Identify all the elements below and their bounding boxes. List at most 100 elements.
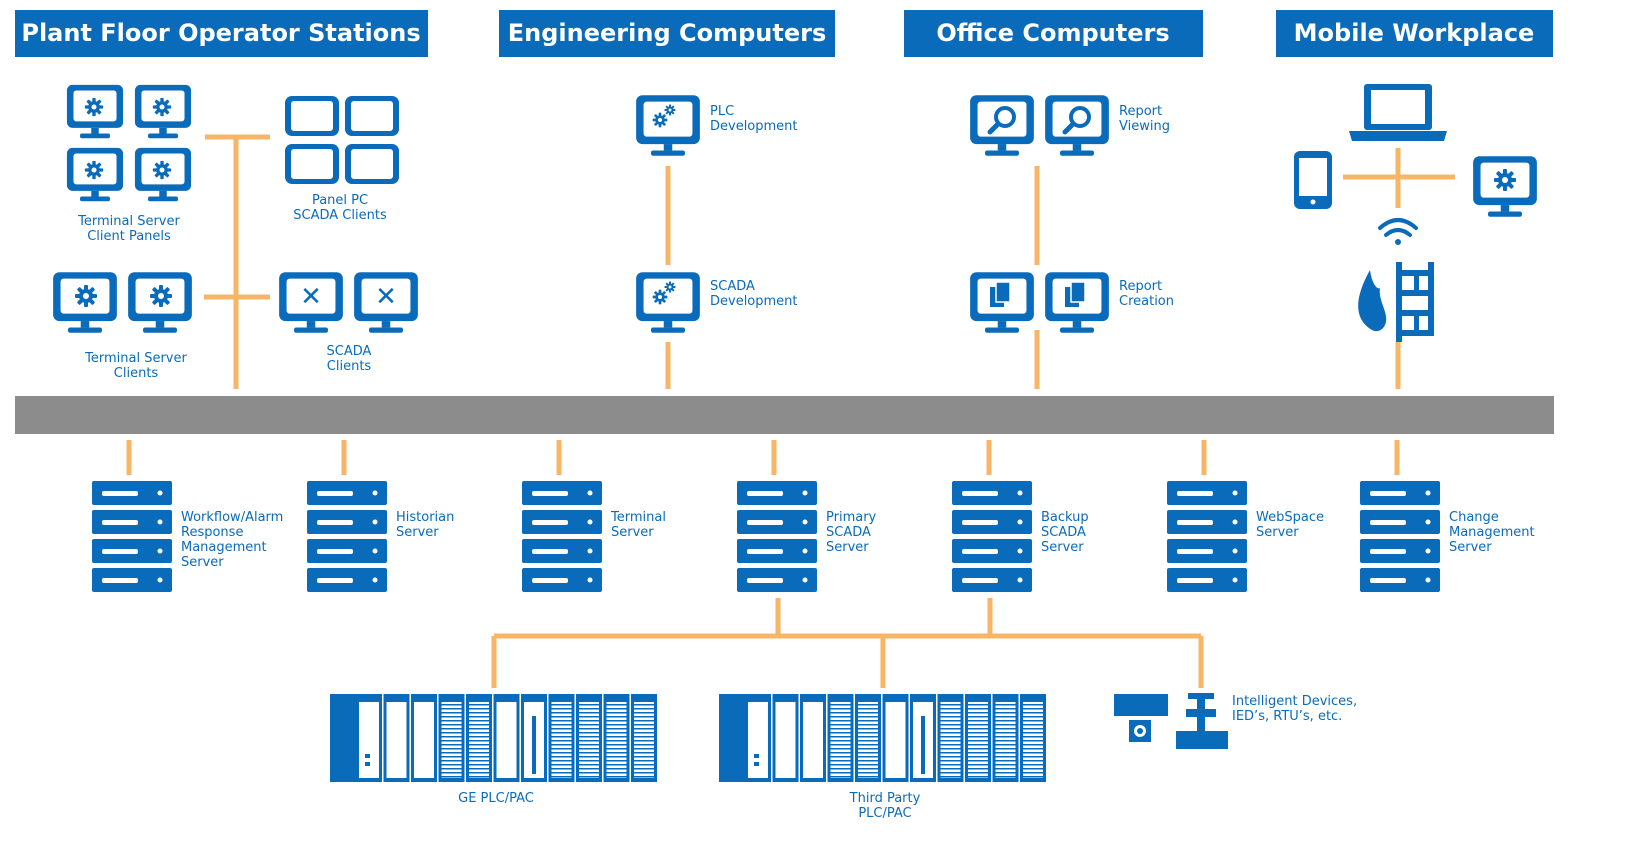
label-line: Primary bbox=[826, 510, 877, 525]
plc-rack-icon bbox=[330, 694, 657, 782]
label-line: Development bbox=[710, 119, 798, 134]
network-backbone-bar bbox=[15, 396, 1554, 434]
label-line: Workflow/Alarm bbox=[181, 510, 283, 525]
label-line: Intelligent Devices, bbox=[1232, 694, 1357, 709]
server-icon bbox=[92, 481, 172, 592]
label-line: PLC/PAC bbox=[858, 806, 911, 821]
monitor-icon bbox=[970, 95, 1034, 156]
tablet-icon bbox=[285, 96, 339, 136]
label-line: Change bbox=[1449, 510, 1499, 525]
monitor-icon bbox=[128, 272, 192, 333]
header-mobile: Mobile Workplace bbox=[1294, 19, 1535, 47]
label-line: SCADA Clients bbox=[293, 208, 387, 223]
monitor-icon bbox=[134, 147, 192, 202]
label-line: Management bbox=[1449, 525, 1535, 540]
plc-rack-icon bbox=[719, 694, 1046, 782]
label-line: Server bbox=[611, 525, 654, 540]
label-line: Server bbox=[1449, 540, 1492, 555]
tablet-icon bbox=[285, 144, 339, 184]
field-connectors bbox=[491, 598, 1204, 688]
magnifier-icon bbox=[1069, 106, 1091, 128]
magnifier-icon bbox=[994, 106, 1016, 128]
monitor-icon bbox=[970, 272, 1034, 333]
monitor-icon bbox=[1473, 156, 1537, 217]
label-line: SCADA bbox=[826, 525, 871, 540]
label-line: SCADA bbox=[1041, 525, 1086, 540]
monitor-icon bbox=[134, 84, 192, 139]
laptop-icon bbox=[1349, 84, 1447, 141]
label-line: Viewing bbox=[1119, 119, 1170, 134]
intelligent-devices: Intelligent Devices,IED’s, RTU’s, etc. bbox=[1114, 693, 1357, 749]
monitor-icon bbox=[66, 84, 124, 139]
label-line: Development bbox=[710, 294, 798, 309]
label-line: WebSpace bbox=[1256, 510, 1324, 525]
sensor-icon bbox=[1114, 694, 1168, 742]
label-line: Management bbox=[181, 540, 267, 555]
monitor-icon bbox=[1045, 272, 1109, 333]
label-line: PLC bbox=[710, 104, 734, 119]
label-line: IED’s, RTU’s, etc. bbox=[1232, 709, 1342, 724]
label-line: Report bbox=[1119, 279, 1162, 294]
server-icon bbox=[522, 481, 602, 592]
label-line: Client Panels bbox=[87, 229, 171, 244]
phone-icon bbox=[1294, 151, 1332, 209]
header-office: Office Computers bbox=[936, 19, 1169, 47]
header-engineering: Engineering Computers bbox=[508, 19, 826, 47]
label-line: Clients bbox=[327, 359, 372, 374]
server-icon bbox=[737, 481, 817, 592]
label-ge-plc: GE PLC/PAC bbox=[458, 791, 534, 806]
header-plant-floor: Plant Floor Operator Stations bbox=[21, 19, 420, 47]
label-line: Server bbox=[826, 540, 869, 555]
label-line: SCADA bbox=[710, 279, 755, 294]
monitor-icon: ✕ bbox=[279, 272, 343, 333]
wrench-screwdriver-icon: ✕ bbox=[375, 282, 397, 312]
server-icon bbox=[952, 481, 1032, 592]
monitor-icon bbox=[1045, 95, 1109, 156]
label-line: Server bbox=[181, 555, 224, 570]
label-line: Report bbox=[1119, 104, 1162, 119]
label-line: SCADA bbox=[327, 344, 372, 359]
label-line: Server bbox=[396, 525, 439, 540]
top-connectors bbox=[204, 134, 1455, 389]
label-line: Server bbox=[1256, 525, 1299, 540]
section-headers: Plant Floor Operator Stations Engineerin… bbox=[15, 10, 1553, 57]
label-line: Terminal Server bbox=[84, 351, 187, 366]
label-intelligent-devices: Intelligent Devices,IED’s, RTU’s, etc. bbox=[1232, 694, 1357, 724]
wrench-screwdriver-icon: ✕ bbox=[300, 282, 322, 312]
firewall-icon bbox=[1358, 262, 1434, 342]
wifi-icon bbox=[1378, 218, 1418, 245]
label-line: Server bbox=[1041, 540, 1084, 555]
server-icon bbox=[1360, 481, 1440, 592]
tablet-icon bbox=[345, 96, 399, 136]
label-line: Response bbox=[181, 525, 243, 540]
label-line: Creation bbox=[1119, 294, 1174, 309]
monitor-icon: ✕ bbox=[354, 272, 418, 333]
label-line: Terminal Server bbox=[77, 214, 180, 229]
